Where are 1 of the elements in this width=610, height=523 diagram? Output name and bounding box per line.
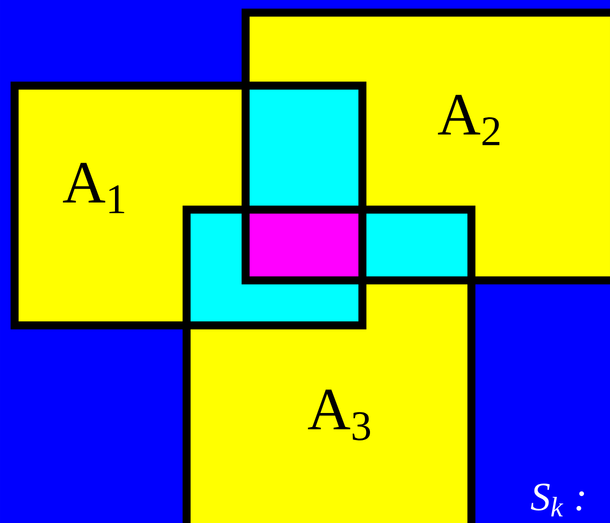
set-name: S$_{k}$ : — [530, 484, 584, 516]
